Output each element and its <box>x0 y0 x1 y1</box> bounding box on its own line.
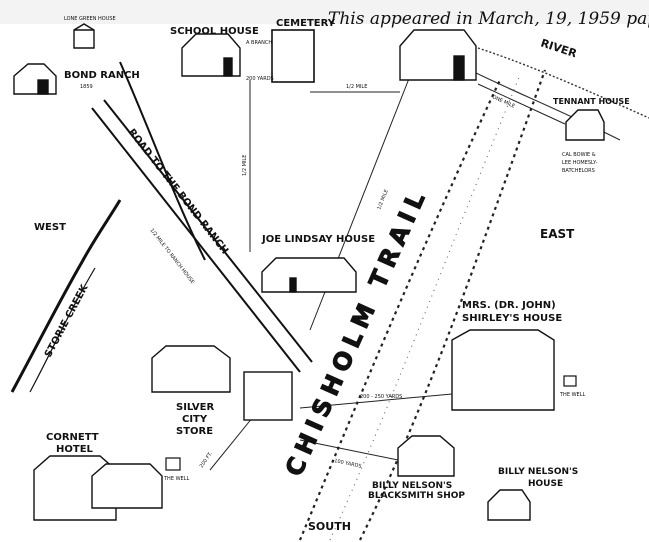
shirley-label-line1: MRS. (DR. JOHN) <box>462 300 556 311</box>
joe-lindsay-label: JOE LINDSAY HOUSE <box>261 234 375 245</box>
lone-green-house-label: LONE GREEN HOUSE <box>64 16 116 22</box>
cal-bowie-line2: LEE HOMESLY- <box>562 160 598 166</box>
silver-city-line2: CITY <box>182 414 208 425</box>
river-label: RIVER <box>539 36 579 60</box>
river <box>469 47 649 141</box>
west-label: WEST <box>34 222 66 233</box>
yards-200-cemetery: 200 YARDS <box>246 76 274 82</box>
bond-ranch-year: 1859 <box>80 84 93 90</box>
road-to-bond-ranch <box>91 61 313 373</box>
right-well-label: THE WELL <box>559 392 585 398</box>
shirley-house-building <box>451 329 555 411</box>
shirley-label-line2: SHIRLEY'S HOUSE <box>462 313 562 324</box>
road-label: ROAD TO THE BOND RANCH <box>126 127 230 256</box>
one-mile: ONE MILE <box>491 94 516 109</box>
a-branch-label: A BRANCH <box>246 40 272 46</box>
feet-200: 200 FT. <box>199 451 214 469</box>
tennant-house-label: TENNANT HOUSE <box>553 97 630 106</box>
handwritten-note: This appeared in March, 19, 1959 paper <box>328 9 649 29</box>
billy-nelson-house-building <box>487 489 531 521</box>
road-distance-label: 1/2 MILE TO RANCH HOUSE <box>148 228 195 286</box>
billy-house-line1: BILLY NELSON'S <box>498 467 578 477</box>
blacksmith-line1: BILLY NELSON'S <box>372 481 452 491</box>
joe-lindsay-house-building <box>261 257 357 293</box>
cal-bowie-line3: BATCHELORS <box>562 168 595 174</box>
billy-house-line2: HOUSE <box>528 479 563 489</box>
blacksmith-line2: BLACKSMITH SHOP <box>368 491 465 501</box>
half-mile-top: 1/2 MILE <box>346 84 367 90</box>
yards-100: 100 YARDS <box>334 458 362 470</box>
silver-city-line1: SILVER <box>176 402 214 413</box>
top-band <box>0 0 649 24</box>
left-well-label: THE WELL <box>163 476 189 482</box>
north-house-building <box>399 29 477 81</box>
cemetery-label: CEMETERY <box>276 18 336 29</box>
silver-city-store-building <box>151 345 293 421</box>
school-house-label: SCHOOL HOUSE <box>170 26 259 37</box>
chisholm-trail <box>298 69 547 541</box>
cal-bowie-line1: CAL BOWIE & <box>562 152 596 158</box>
school-house-building <box>181 33 241 77</box>
half-mile-right: 1/2 MILE <box>376 189 390 211</box>
storie-creek <box>10 199 122 393</box>
lone-green-house-building <box>73 23 95 49</box>
right-well <box>563 375 577 387</box>
east-label: EAST <box>540 227 575 241</box>
tennant-house-building <box>565 109 605 141</box>
bond-ranch-building <box>13 63 57 95</box>
chisholm-trail-label: CHISHOLM TRAIL <box>280 183 433 481</box>
south-label: SOUTH <box>308 520 351 533</box>
bond-ranch-label: BOND RANCH <box>64 70 140 81</box>
blacksmith-shop-building <box>397 435 455 477</box>
left-well <box>165 457 181 471</box>
cornett-hotel-line2: HOTEL <box>56 444 94 455</box>
yards-200-250: 200 - 250 YARDS <box>360 394 402 400</box>
cemetery-building <box>271 29 315 83</box>
cornett-hotel-line1: CORNETT <box>46 432 99 443</box>
cornett-hotel-building <box>33 455 163 521</box>
silver-city-line3: STORE <box>176 426 213 437</box>
half-mile-left: 1/2 MILE <box>242 155 248 176</box>
